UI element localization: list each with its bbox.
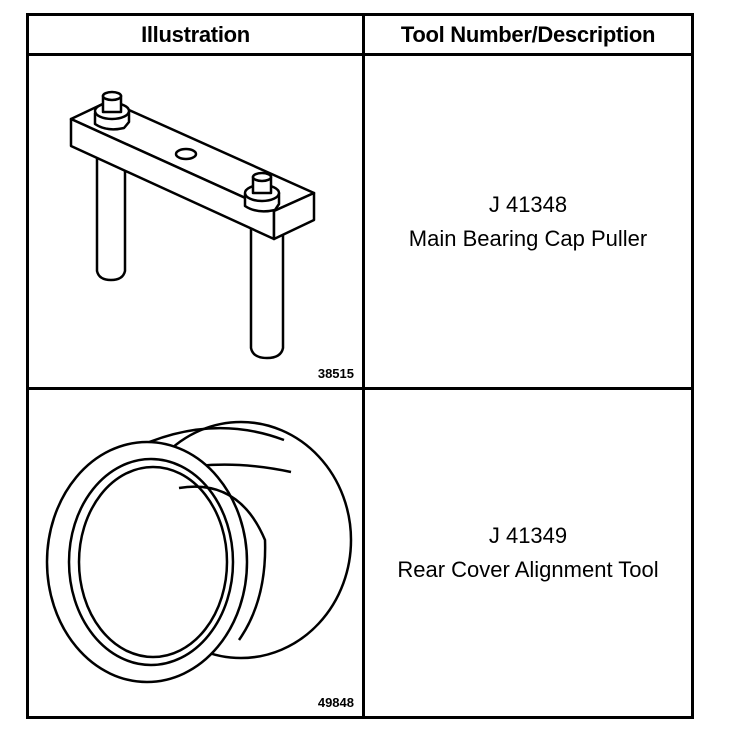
alignment-ring-icon bbox=[45, 420, 353, 684]
tool-number: J 41349 bbox=[488, 523, 568, 548]
row-divider bbox=[29, 387, 691, 390]
header-divider bbox=[29, 53, 691, 56]
tool-number: J 41348 bbox=[488, 191, 568, 217]
tool-description: Main Bearing Cap Puller bbox=[408, 225, 648, 251]
table-row-1-illustration: 38515 bbox=[29, 56, 362, 387]
tool-description: Rear Cover Alignment Tool bbox=[397, 557, 659, 582]
tool-table: Illustration Tool Number/Description bbox=[26, 13, 694, 719]
figure-number: 49848 bbox=[317, 695, 354, 710]
table-row-1-description: J 41348 Main Bearing Cap Puller bbox=[365, 56, 691, 387]
header-illustration: Illustration bbox=[141, 21, 250, 47]
table-row-2-description: J 41349 Rear Cover Alignment Tool bbox=[365, 390, 691, 716]
table-row-2-illustration: 49848 bbox=[29, 390, 362, 716]
figure-number: 38515 bbox=[317, 366, 354, 381]
column-divider bbox=[362, 16, 365, 716]
bearing-cap-puller-icon bbox=[69, 90, 316, 360]
header-tool-description: Tool Number/Description bbox=[400, 21, 656, 47]
